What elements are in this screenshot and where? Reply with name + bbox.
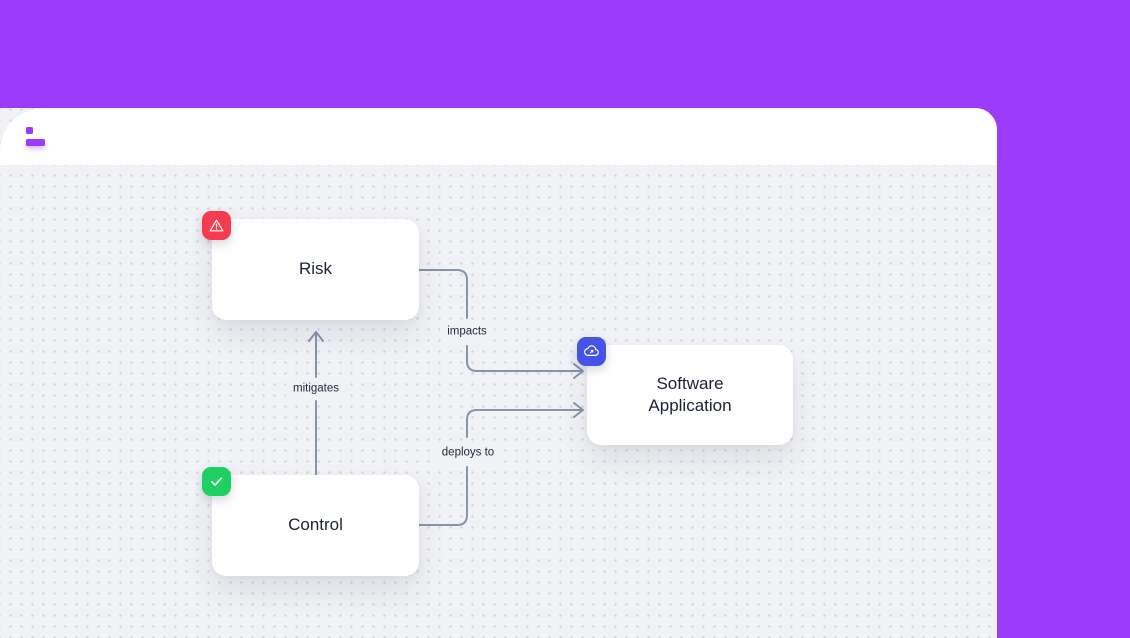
app-window-canvas[interactable]: impacts mitigates deploys to Risk	[0, 108, 997, 638]
node-software-application-label: Software Application	[648, 373, 732, 415]
diagram-edges-layer	[308, 269, 584, 526]
control-badge	[202, 467, 231, 496]
edge-impacts[interactable]	[418, 269, 584, 379]
brand-logo-icon	[26, 127, 45, 146]
edge-label-impacts[interactable]: impacts	[440, 322, 494, 342]
cloud-icon	[583, 343, 600, 360]
edge-deploys-to[interactable]	[418, 402, 584, 526]
check-icon	[208, 473, 225, 490]
arrowhead-right-icon	[573, 363, 584, 379]
node-risk[interactable]: Risk	[202, 211, 419, 320]
risk-badge	[202, 211, 231, 240]
edge-mitigates[interactable]	[308, 331, 324, 476]
logo-bar-icon	[26, 139, 45, 146]
node-risk-label: Risk	[298, 259, 333, 279]
node-control[interactable]: Control	[202, 467, 419, 576]
warning-triangle-icon	[208, 217, 225, 234]
arrowhead-right-icon	[573, 402, 584, 418]
edge-label-mitigates[interactable]: mitigates	[285, 379, 347, 399]
node-control-label: Control	[288, 515, 343, 535]
logo-square-icon	[26, 127, 33, 134]
edge-label-deploys-to[interactable]: deploys to	[434, 443, 502, 463]
window-header	[0, 108, 997, 165]
software-application-badge	[577, 337, 606, 366]
arrowhead-up-icon	[308, 331, 324, 342]
node-software-application[interactable]: Software Application	[577, 337, 793, 445]
